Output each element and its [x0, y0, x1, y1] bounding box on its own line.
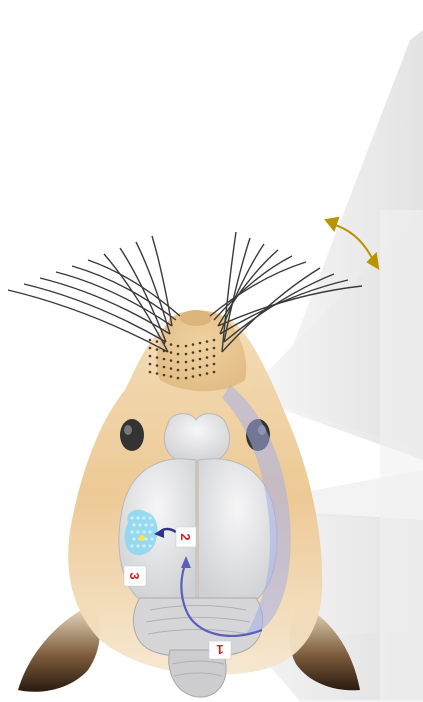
- left-eye: [120, 419, 144, 451]
- label-step-2: 2: [176, 527, 196, 547]
- label-step-1: 1: [209, 641, 231, 659]
- step-1-label: 1: [216, 642, 223, 657]
- whisker: [8, 290, 168, 352]
- step-3-label: 3: [127, 572, 142, 579]
- label-step-3: 3: [124, 566, 146, 586]
- whisker: [218, 250, 278, 326]
- nose: [180, 310, 212, 326]
- cerebellum: [133, 598, 262, 658]
- olfactory-bulbs: [164, 414, 229, 462]
- step-2-label: 2: [178, 533, 193, 540]
- whisker: [152, 236, 172, 326]
